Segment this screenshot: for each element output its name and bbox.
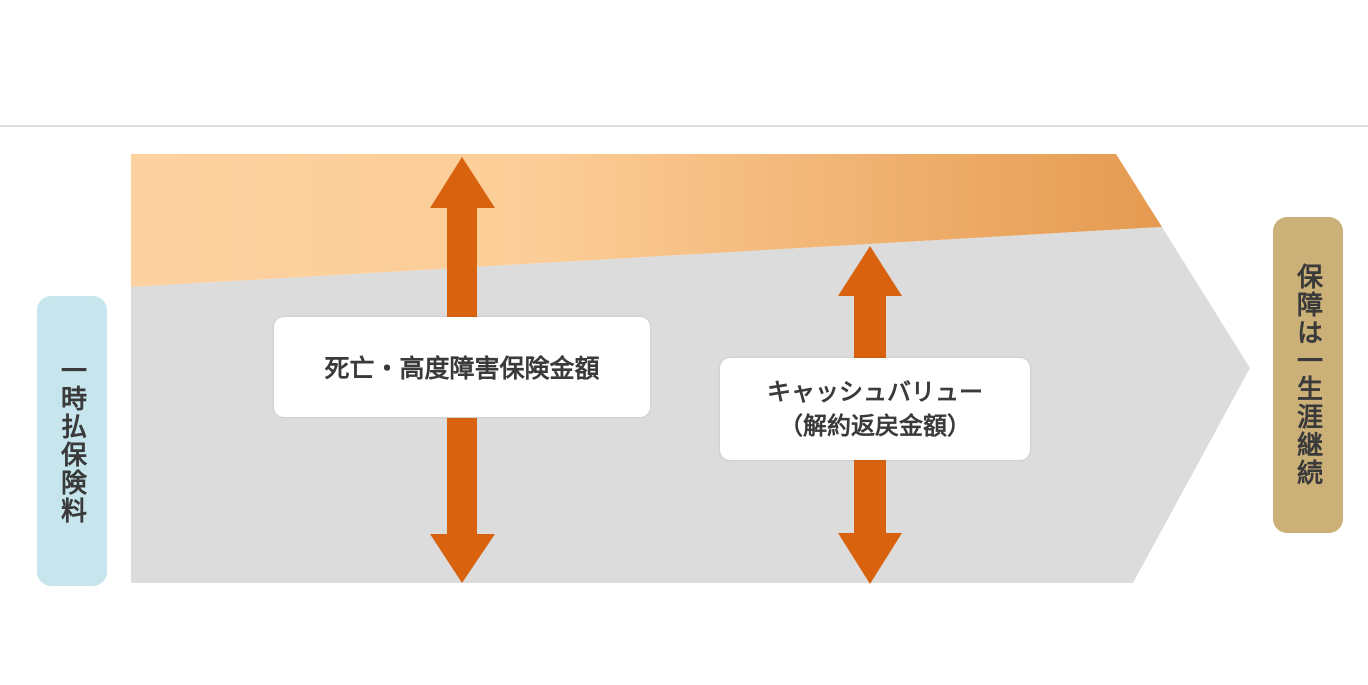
death-benefit-arrow: [430, 157, 495, 583]
top-divider: [0, 125, 1368, 127]
lifetime-coverage-label: 保障は一生涯継続: [1273, 217, 1343, 533]
arrow-up-head: [430, 157, 495, 318]
premium-body-arrow-shape: [131, 227, 1250, 583]
arrow-down-head: [838, 460, 902, 584]
increasing-benefit-band: [131, 154, 1162, 287]
death-benefit-box: 死亡・高度障害保険金額: [274, 317, 650, 417]
arrow-up-head: [838, 246, 902, 360]
single-premium-text: 一時払保険料: [56, 357, 87, 525]
arrow-down-head: [430, 418, 495, 583]
death-benefit-text: 死亡・高度障害保険金額: [324, 354, 600, 383]
lifetime-coverage-text: 保障は一生涯継続: [1292, 263, 1323, 487]
cash-value-box: キャッシュバリュー （解約返戻金額）: [720, 358, 1030, 460]
single-premium-label: 一時払保険料: [37, 296, 107, 586]
cash-value-subtext: （解約返戻金額）: [779, 412, 971, 440]
cash-value-text: キャッシュバリュー: [767, 378, 983, 406]
cash-value-arrow: [838, 246, 902, 584]
